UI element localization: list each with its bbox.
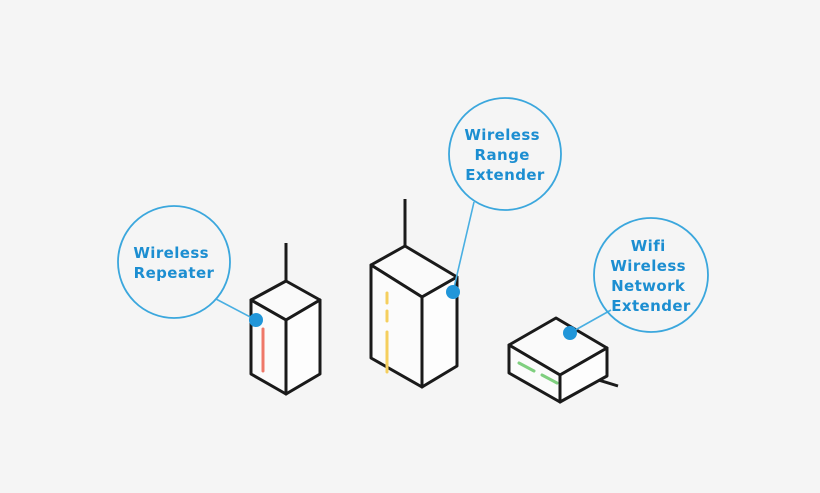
leader-line (215, 298, 257, 321)
connector-dot (249, 313, 263, 327)
connector-dot (563, 326, 577, 340)
callout-label: Wireless Range Extender (464, 126, 545, 184)
leader-line (452, 201, 475, 293)
connector-dot (446, 285, 460, 299)
callout-wireless-range-extender[interactable]: Wireless Range Extender (446, 97, 562, 299)
device-right-face (558, 346, 609, 404)
callout-wifi-network-extender[interactable]: Wifi Wireless Network Extender (563, 217, 709, 340)
callout-label: Wireless Repeater (133, 244, 214, 282)
device-right-face (284, 298, 322, 396)
callout-wireless-repeater[interactable]: Wireless Repeater (117, 205, 263, 327)
device-wireless-range-extender (369, 199, 459, 389)
device-right-face (420, 275, 459, 389)
device-wireless-repeater (249, 243, 322, 396)
status-indicator-green-2 (540, 373, 559, 385)
callout-circle[interactable] (593, 217, 709, 333)
callout-circle[interactable] (448, 97, 562, 211)
device-wifi-network-extender (507, 316, 619, 404)
callout-label: Wifi Wireless Network Extender (610, 237, 691, 315)
leader-line (569, 309, 612, 334)
callout-circle[interactable] (117, 205, 231, 319)
status-indicator-green-1 (517, 361, 536, 373)
